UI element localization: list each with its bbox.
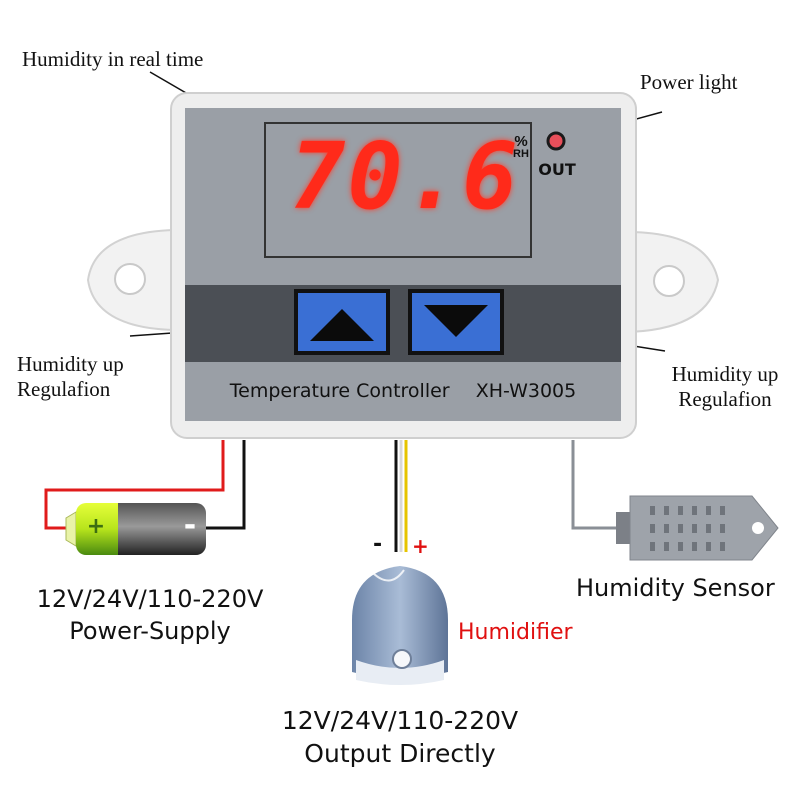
unit-rh: RH xyxy=(513,148,529,160)
humidity-down-button[interactable] xyxy=(408,289,504,355)
button-strip xyxy=(185,285,621,362)
out-label: OUT xyxy=(538,160,576,179)
controller-face xyxy=(185,108,621,421)
power-supply-voltage: 12V/24V/110-220V xyxy=(36,585,264,613)
callout-up-right-line1: Humidity up xyxy=(671,362,779,386)
output-voltage: 12V/24V/110-220V xyxy=(281,706,519,735)
controller-model: XH-W3005 xyxy=(475,380,577,402)
output-minus: - xyxy=(373,532,383,557)
unit-label: % RH xyxy=(508,134,534,160)
power-supply-label: Power-Supply xyxy=(69,616,231,645)
humidity-reading: 70.6 xyxy=(290,123,520,230)
humidifier-icon xyxy=(352,566,448,685)
battery-plus: + xyxy=(86,514,106,539)
callout-up-left: Humidity up Regulafion xyxy=(17,352,124,402)
battery-minus: - xyxy=(183,508,197,543)
callout-up-right-line2: Regulafion xyxy=(678,387,772,412)
controller-name: Temperature Controller xyxy=(229,380,450,402)
humidity-up-button[interactable] xyxy=(294,289,390,355)
callout-up-left-line1: Humidity up xyxy=(17,352,124,376)
output-plus: + xyxy=(412,534,429,558)
display-frame xyxy=(264,122,532,258)
callout-up-left-line2: Regulafion xyxy=(17,377,111,402)
out-led xyxy=(546,131,566,151)
mounting-tab-left xyxy=(86,228,176,332)
output-label: Output Directly xyxy=(304,738,496,768)
power-red-wire xyxy=(44,440,225,530)
callout-power-light: Power light xyxy=(640,70,738,94)
humidity-sensor-label: Humidity Sensor xyxy=(576,574,775,602)
humidity-sensor-icon xyxy=(616,495,779,561)
battery-icon xyxy=(65,503,206,555)
unit-percent: % xyxy=(514,133,528,150)
triangle-down-icon xyxy=(424,305,488,337)
power-supply-text: 12V/24V/110-220V Power-Supply xyxy=(15,584,285,647)
mounting-tab-right xyxy=(625,230,720,334)
output-text: 12V/24V/110-220V Output Directly xyxy=(235,705,565,770)
power-black-wire xyxy=(206,440,246,530)
controller-name-row: Temperature Controller XH-W3005 xyxy=(185,380,621,402)
triangle-up-icon xyxy=(310,309,374,341)
callout-display: Humidity in real time xyxy=(22,47,204,71)
callout-up-right: Humidity up Regulafion xyxy=(655,362,795,412)
humidifier-label: Humidifier xyxy=(458,620,573,645)
sensor-wire xyxy=(571,440,620,530)
